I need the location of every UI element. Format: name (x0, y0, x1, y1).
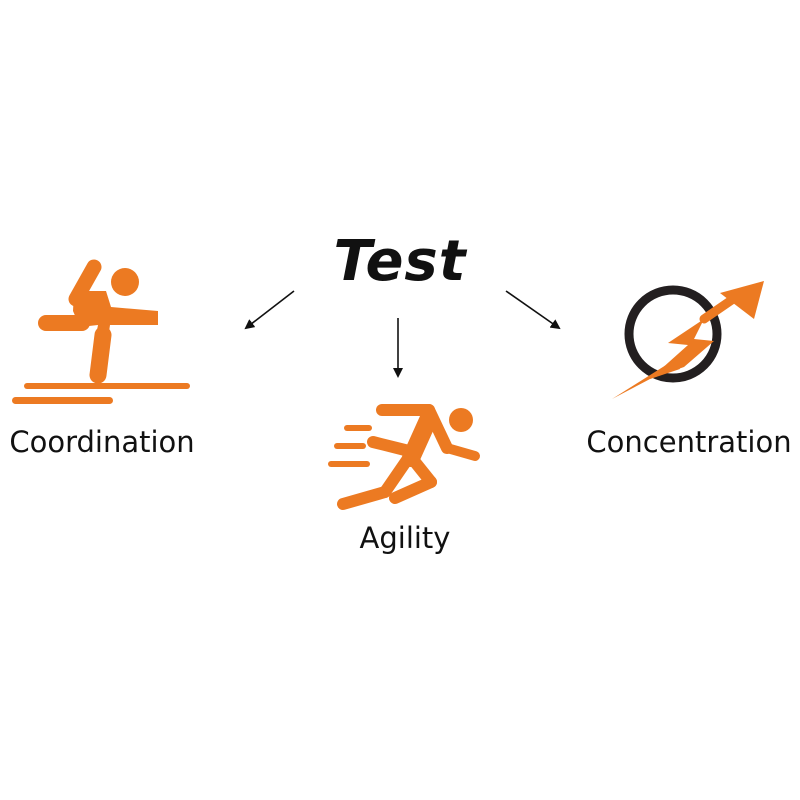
lightning-arrow-target-icon (612, 281, 764, 399)
running-person-icon (328, 404, 480, 510)
balancing-person-icon (12, 259, 190, 404)
node-label-coordination: Coordination (9, 425, 195, 459)
node-label-concentration: Concentration (586, 425, 792, 459)
diagram-title: Test (333, 229, 467, 294)
node-label-agility: Agility (359, 521, 451, 555)
arrow-to-coordination (244, 290, 295, 330)
arrow-to-concentration (505, 290, 561, 330)
